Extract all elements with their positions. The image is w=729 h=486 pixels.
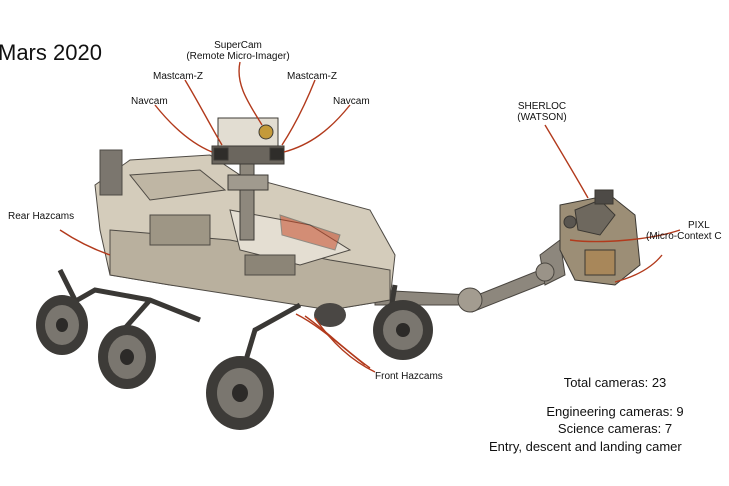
diagram-title: Mars 2020 (0, 40, 102, 65)
leader-navcam-left (154, 104, 213, 153)
leader-mastcam-left (184, 79, 223, 146)
stat-edl-cameras: Entry, descent and landing camer (489, 439, 682, 454)
label-navcam-left: Navcam (131, 96, 168, 107)
wheel-middle (98, 325, 156, 389)
label-sherloc-detail: (WATSON) (517, 112, 567, 123)
stat-engineering-cameras: Engineering cameras: 9 (546, 404, 684, 419)
leader-lines (59, 61, 681, 373)
label-sherloc-name: SHERLOC (517, 101, 567, 112)
arm-turret (559, 189, 641, 286)
label-supercam-detail: (Remote Micro-Imager) (186, 51, 290, 62)
robotic-arm (374, 239, 566, 313)
wheel-hidden (314, 303, 346, 327)
label-navcam-right: Navcam (333, 96, 370, 107)
label-mastcam-right: Mastcam-Z (287, 71, 337, 82)
leader-sherloc (544, 124, 589, 199)
label-pixl: PIXL (Micro-Context C (646, 220, 722, 242)
wheel-rear (36, 295, 88, 355)
label-front-hazcams: Front Hazcams (375, 371, 443, 382)
leader-mastcam-right (281, 79, 316, 146)
stat-total-cameras: Total cameras: 23 (563, 375, 667, 390)
leader-front-hazcams-1 (314, 317, 376, 373)
label-rear-hazcams: Rear Hazcams (8, 211, 75, 222)
wheel-front-far (373, 300, 433, 360)
label-sherloc: SHERLOC (WATSON) (512, 101, 572, 123)
leader-supercam (238, 61, 263, 126)
label-pixl-detail: (Micro-Context C (646, 231, 722, 242)
wheel-front-near (206, 356, 274, 430)
leader-front-hazcams-3 (295, 313, 366, 366)
label-pixl-name: PIXL (688, 220, 710, 231)
leader-rear-hazcams (59, 229, 111, 256)
leader-pixl-2 (614, 254, 663, 283)
wheels (36, 295, 433, 430)
leader-pixl-1 (569, 229, 681, 243)
leader-navcam-right (283, 104, 351, 153)
label-supercam-name: SuperCam (214, 40, 262, 51)
remote-sensing-mast (211, 117, 285, 241)
stat-science-cameras: Science cameras: 7 (557, 421, 673, 436)
label-mastcam-left: Mastcam-Z (153, 71, 203, 82)
label-supercam: SuperCam (Remote Micro-Imager) (173, 40, 303, 62)
